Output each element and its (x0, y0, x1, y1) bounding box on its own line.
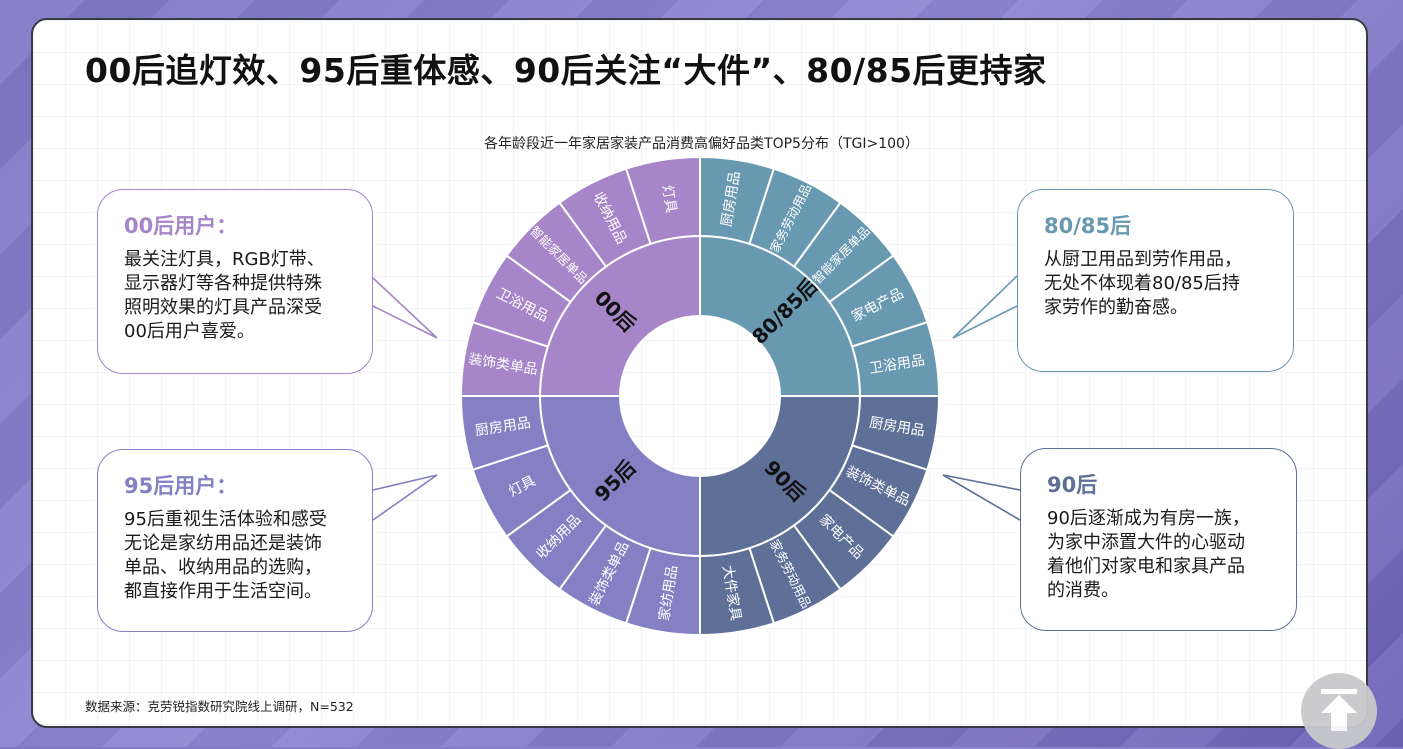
sunburst-chart: 00后装饰类单品卫浴用品智能家居单品收纳用品灯具80/85后厨房用品家务劳动用品… (459, 155, 941, 637)
callout-95-text: 95后重视生活体验和感受 无论是家纺用品还是装饰 单品、收纳用品的选购， 都直接… (124, 509, 327, 602)
callout-00-text: 最关注灯具，RGB灯带、 显示器灯等各种提供特殊 照明效果的灯具产品深受 00后… (124, 249, 325, 342)
callout-00: 00后用户： 最关注灯具，RGB灯带、 显示器灯等各种提供特殊 照明效果的灯具产… (97, 189, 373, 374)
callout-80-85: 80/85后 从厨卫用品到劳作用品， 无处不体现着80/85后持 家劳作的勤奋感… (1017, 189, 1294, 372)
callout-90-title: 90后 (1047, 473, 1098, 497)
sunburst-item (505, 488, 608, 591)
sunburst-item-label: 灯具 (659, 184, 679, 214)
sunburst-item (459, 395, 550, 472)
callout-95-title: 95后用户： (124, 474, 238, 498)
callout-95: 95后用户： 95后重视生活体验和感受 无论是家纺用品还是装饰 单品、收纳用品的… (97, 449, 373, 632)
callout-90: 90后 90后逐渐成为有房一族， 为家中添置大件的心驱动 着他们对家电和家具产品… (1020, 448, 1297, 631)
arrow-up-icon (1321, 689, 1357, 731)
callout-80-85-title: 80/85后 (1044, 214, 1132, 238)
sunburst-item (624, 546, 701, 637)
callout-90-text: 90后逐渐成为有房一族， 为家中添置大件的心驱动 着他们对家电和家具产品 的消费… (1047, 508, 1250, 601)
back-to-top-button[interactable] (1301, 673, 1377, 749)
callout-00-title: 00后用户： (124, 214, 238, 238)
sunburst-item (471, 444, 572, 538)
slide-card: 00后追灯效、95后重体感、90后关注“大件”、80/85后更持家 各年龄段近一… (31, 18, 1368, 728)
data-source: 数据来源：克劳锐指数研究院线上调研，N=532 (85, 699, 354, 714)
callout-80-85-text: 从厨卫用品到劳作用品， 无处不体现着80/85后持 家劳作的勤奋感。 (1044, 249, 1242, 318)
sunburst-item (558, 524, 652, 625)
chart-title: 各年龄段近一年家居家装产品消费高偏好品类TOP5分布（TGI>100） (484, 136, 919, 152)
page-title: 00后追灯效、95后重体感、90后关注“大件”、80/85后更持家 (85, 51, 1047, 90)
